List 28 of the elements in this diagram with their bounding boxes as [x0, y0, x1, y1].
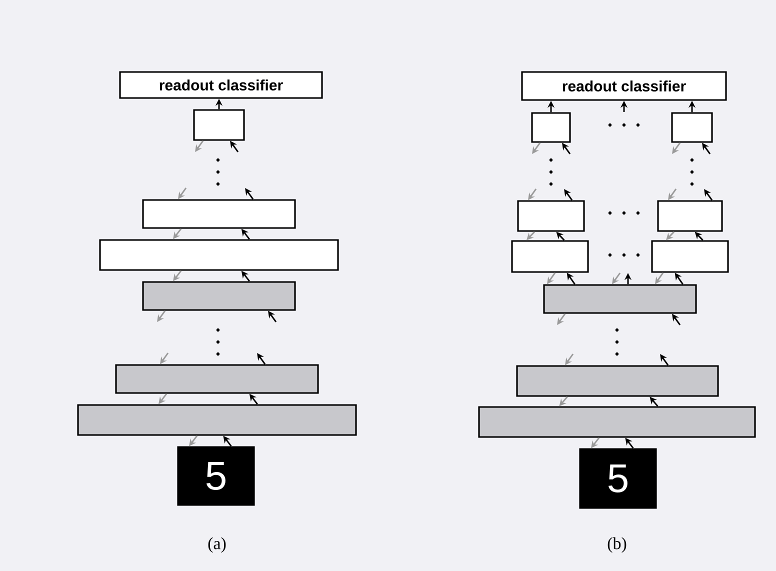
panel-label: (a): [208, 537, 226, 553]
arrow: [660, 354, 669, 366]
arrow: [257, 353, 266, 365]
arrow: [245, 188, 254, 200]
layer-box: [511, 240, 589, 273]
layer-box: [142, 281, 296, 311]
layer-box: [77, 404, 357, 436]
panel-label: (b): [608, 537, 626, 553]
arrow: [157, 310, 166, 322]
arrow: [564, 189, 573, 201]
layer-box: [517, 200, 585, 232]
classifier-box: readout classifier: [521, 71, 727, 101]
layer-box: [115, 364, 319, 394]
layer-box: [671, 112, 713, 143]
layer-box: [193, 109, 245, 141]
arrow: [557, 313, 566, 325]
digit-image: 5: [579, 448, 657, 509]
layer-box: [516, 365, 719, 397]
layer-box: [657, 200, 723, 232]
layer-box: [99, 239, 339, 271]
classifier-box: readout classifier: [119, 71, 323, 99]
layer-box: [651, 240, 729, 273]
layer-box: [142, 199, 296, 229]
arrow: [704, 189, 713, 201]
digit-image: 5: [177, 446, 255, 506]
layer-box: [531, 112, 571, 143]
layer-box: [543, 284, 697, 314]
layer-box: [478, 406, 756, 438]
